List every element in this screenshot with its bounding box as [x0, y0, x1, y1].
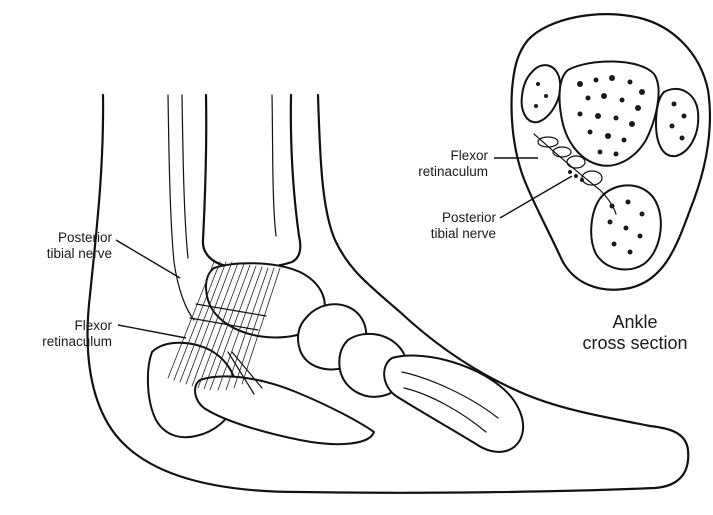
- cs-retinaculum-label-line2: retinaculum: [368, 164, 488, 180]
- tibia-bone: [203, 95, 300, 268]
- foot-nerve-label: Posterior tibial nerve: [6, 230, 112, 262]
- cs-retinaculum-label-line1: Flexor: [368, 148, 488, 164]
- cs-nerve-label: Posterior tibial nerve: [380, 210, 496, 242]
- cross-section-right-bone: [656, 89, 698, 156]
- cs-nerve-leader-line: [500, 176, 572, 218]
- cs-nerve-label-line1: Posterior: [380, 210, 496, 226]
- cross-section-title-line2: cross section: [560, 333, 710, 354]
- foot-retinaculum-label-line2: retinaculum: [6, 334, 112, 350]
- foot-retinaculum-label: Flexor retinaculum: [6, 318, 112, 350]
- retinaculum-leader-line: [118, 325, 186, 338]
- cs-nerve-label-line2: tibial nerve: [380, 226, 496, 242]
- metatarsal-bones: [384, 356, 523, 452]
- heel-lower-bone: [195, 376, 374, 444]
- cross-section-title-line1: Ankle: [560, 312, 710, 333]
- nerve-leader-line: [116, 240, 180, 278]
- foot-retinaculum-label-line1: Flexor: [6, 318, 112, 334]
- cs-retinaculum-label: Flexor retinaculum: [368, 148, 488, 180]
- cross-section-title: Ankle cross section: [560, 312, 710, 354]
- foot-nerve-label-line2: tibial nerve: [6, 246, 112, 262]
- fibula-line: [168, 95, 194, 320]
- cross-section-fibula: [522, 65, 561, 122]
- cross-section-tibia: [560, 61, 659, 165]
- foot-nerve-label-line1: Posterior: [6, 230, 112, 246]
